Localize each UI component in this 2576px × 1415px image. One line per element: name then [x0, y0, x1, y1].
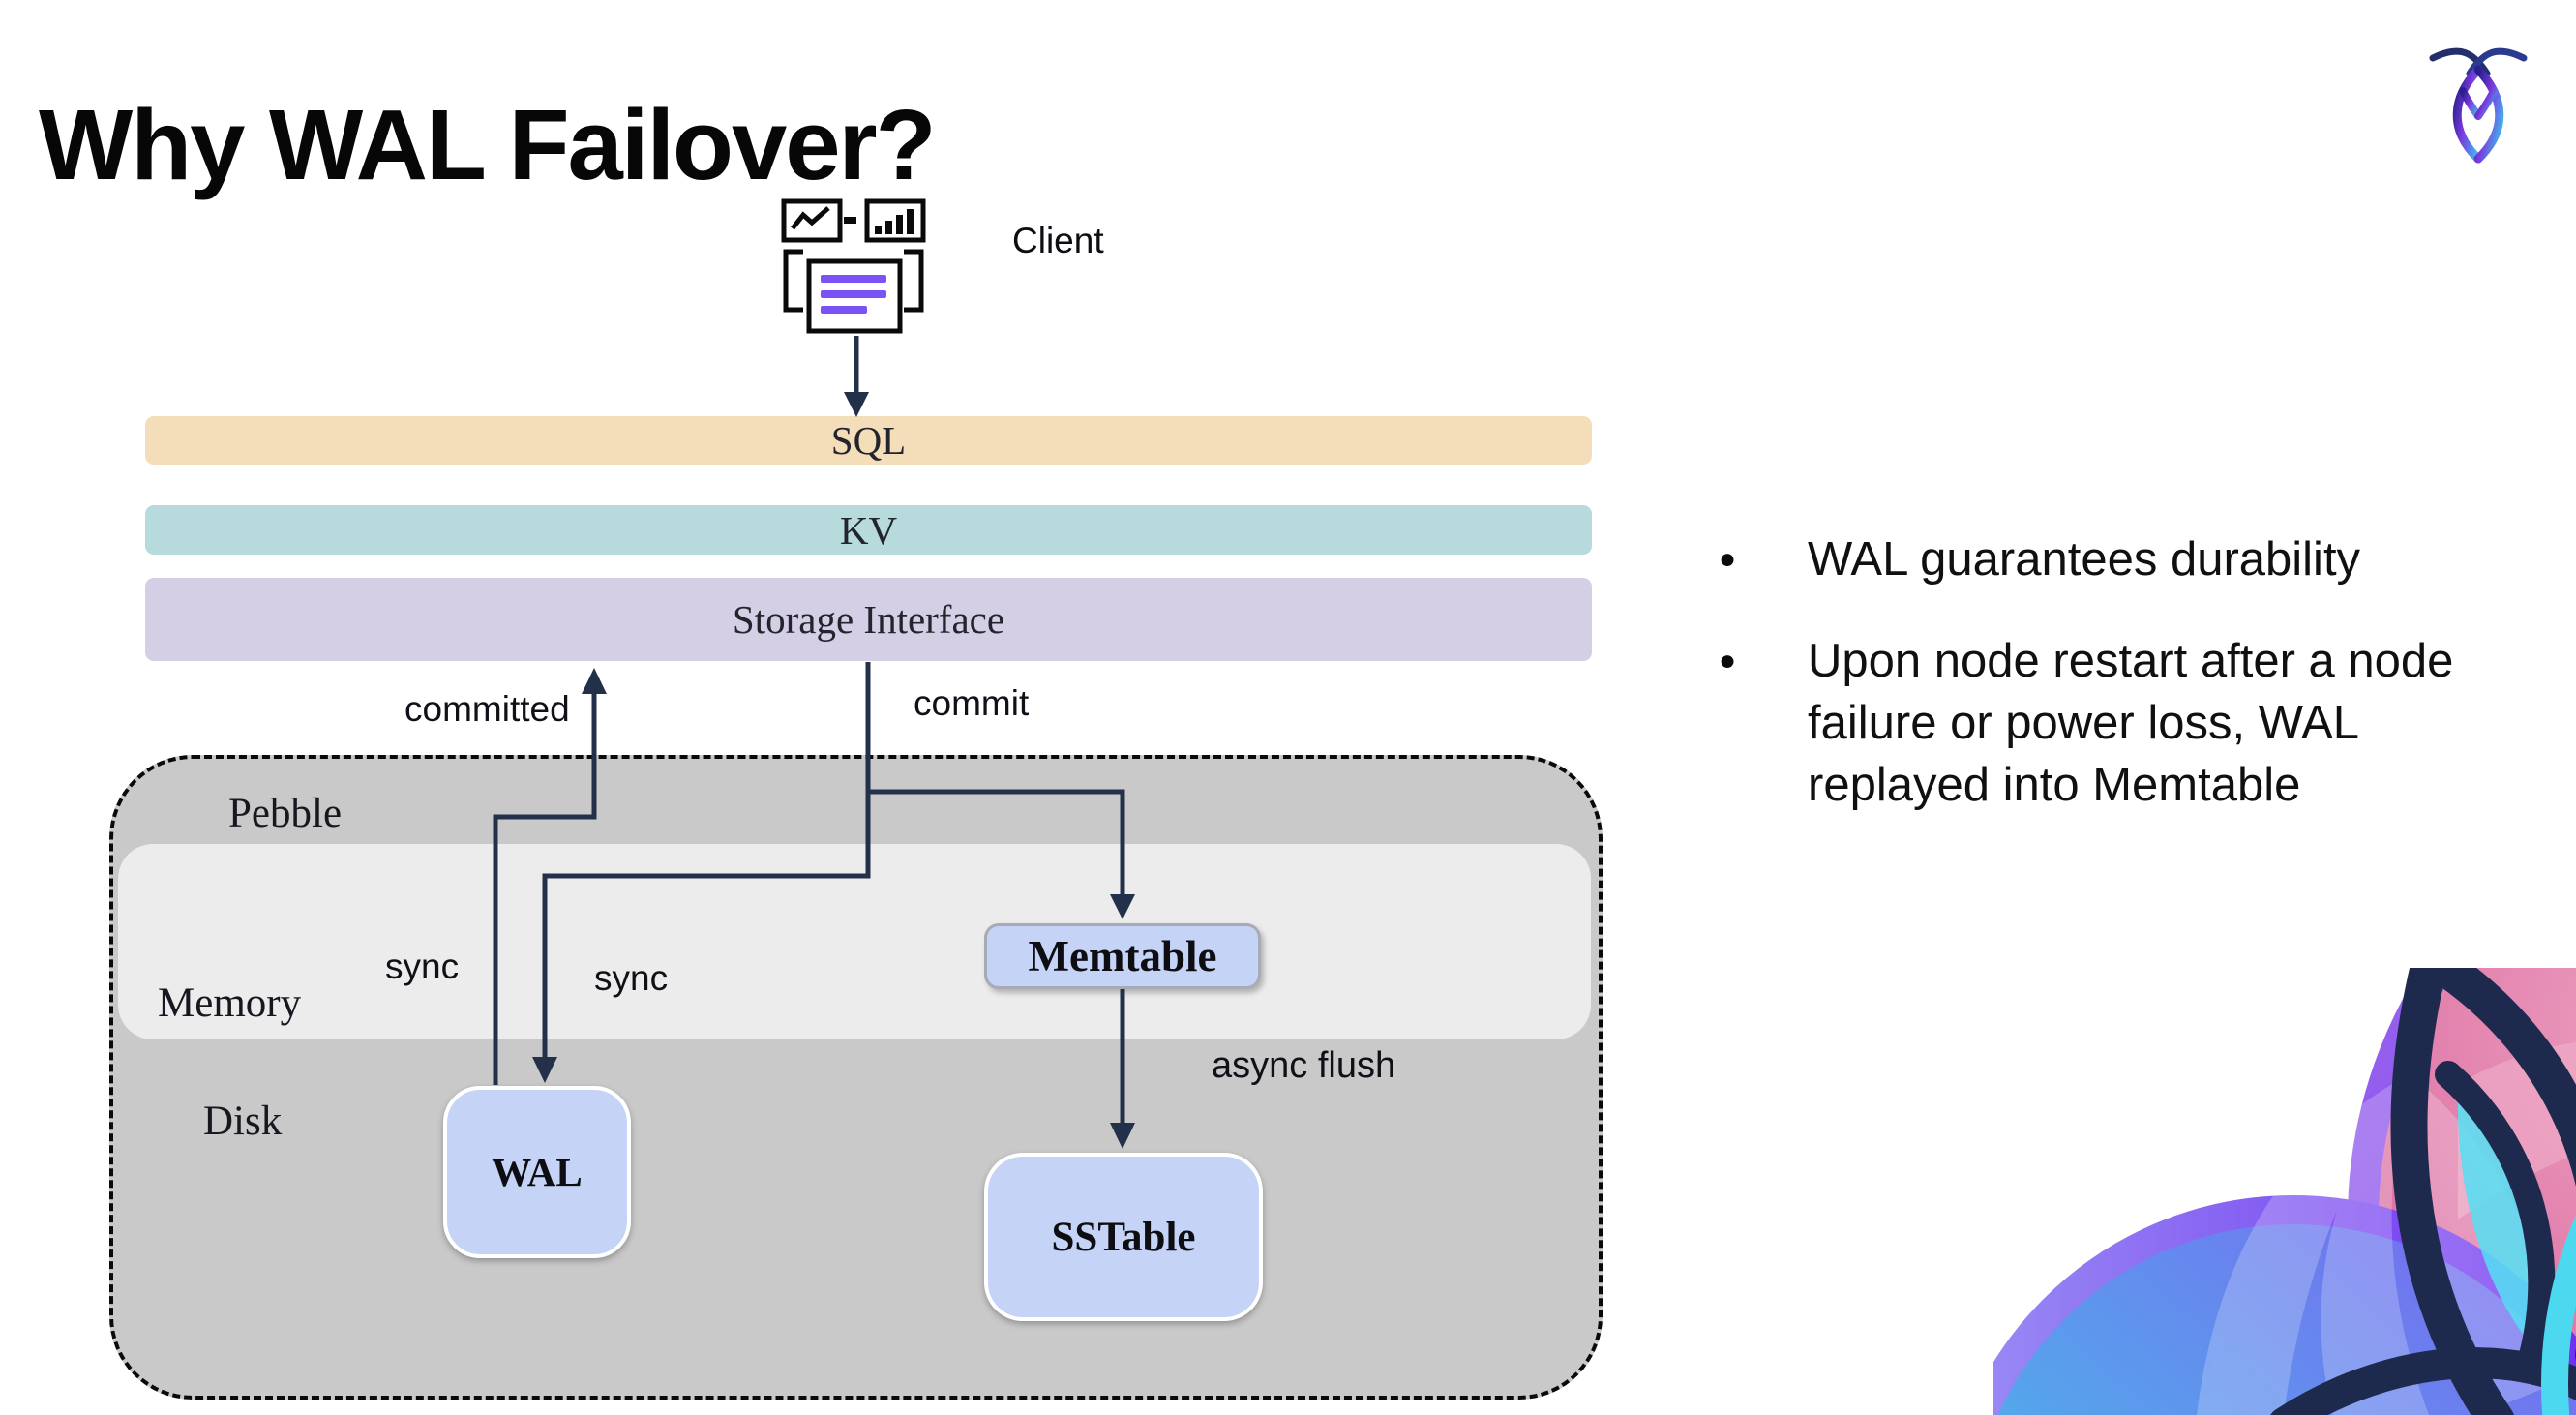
list-item: ● Upon node restart after a node failure…: [1719, 630, 2458, 816]
logo-antenna-right: [2466, 47, 2528, 77]
sstable-node: SSTable: [984, 1153, 1263, 1321]
sstable-node-label: SSTable: [1051, 1214, 1196, 1260]
storage-interface-layer-bar: Storage Interface: [145, 578, 1592, 661]
bracket-left: [783, 249, 803, 313]
client-label: Client: [1012, 221, 1104, 260]
disk-label: Disk: [203, 1099, 283, 1144]
sql-layer-bar: SQL: [145, 416, 1592, 465]
bullet-dot: ●: [1719, 543, 1737, 575]
dash-connector: [844, 217, 856, 224]
bracket-right: [904, 249, 924, 313]
client-devices-icon: [781, 198, 926, 334]
commit-edge-label: commit: [914, 683, 1030, 723]
list-item: ● WAL guarantees durability: [1719, 528, 2458, 590]
art-cyan-leaf: [2457, 1094, 2545, 1350]
bar-chart-glyph: [875, 209, 914, 234]
bullet-text-replay: Upon node restart after a node failure o…: [1808, 635, 2454, 811]
brand-art: [1993, 968, 2576, 1415]
memtable-node: Memtable: [984, 923, 1261, 989]
art-navy-leaf-outline: [2270, 968, 2576, 1415]
logo-vein-right: [2474, 87, 2498, 120]
committed-arrowhead: [582, 668, 607, 694]
document-text-lines: [821, 275, 886, 314]
memory-band: [118, 844, 1591, 1039]
async-flush-edge-label: async flush: [1212, 1045, 1396, 1086]
committed-edge-label: committed: [404, 689, 570, 729]
storage-interface-label: Storage Interface: [732, 597, 1005, 642]
pebble-label: Pebble: [228, 791, 343, 836]
art-blue-ring: [1993, 1195, 2576, 1415]
bullet-list: ● WAL guarantees durability ● Upon node …: [1719, 528, 2458, 816]
art-cyan-ring: [2541, 1215, 2576, 1415]
sync-commit-edge-label: sync: [594, 958, 669, 998]
bullet-dot: ●: [1719, 645, 1737, 677]
sync-committed-edge-label: sync: [385, 947, 460, 986]
kv-layer-label: KV: [839, 507, 898, 553]
logo-vein-left: [2459, 87, 2482, 120]
logo-body-left: [2452, 65, 2483, 164]
line-chart-glyph: [791, 206, 830, 230]
page-title: Why WAL Failover?: [39, 89, 937, 200]
logo-antenna-left: [2429, 47, 2491, 77]
logo-body-right: [2473, 65, 2504, 164]
sql-layer-label: SQL: [830, 418, 907, 463]
wal-node: WAL: [443, 1086, 631, 1258]
kv-layer-bar: KV: [145, 505, 1592, 555]
bullet-text-durability: WAL guarantees durability: [1808, 533, 2361, 586]
wal-node-label: WAL: [492, 1150, 583, 1194]
memtable-node-label: Memtable: [1028, 932, 1217, 980]
client-to-sql-arrowhead: [844, 392, 869, 417]
memory-label: Memory: [158, 980, 302, 1026]
cockroachdb-logo-icon: [2429, 47, 2528, 164]
